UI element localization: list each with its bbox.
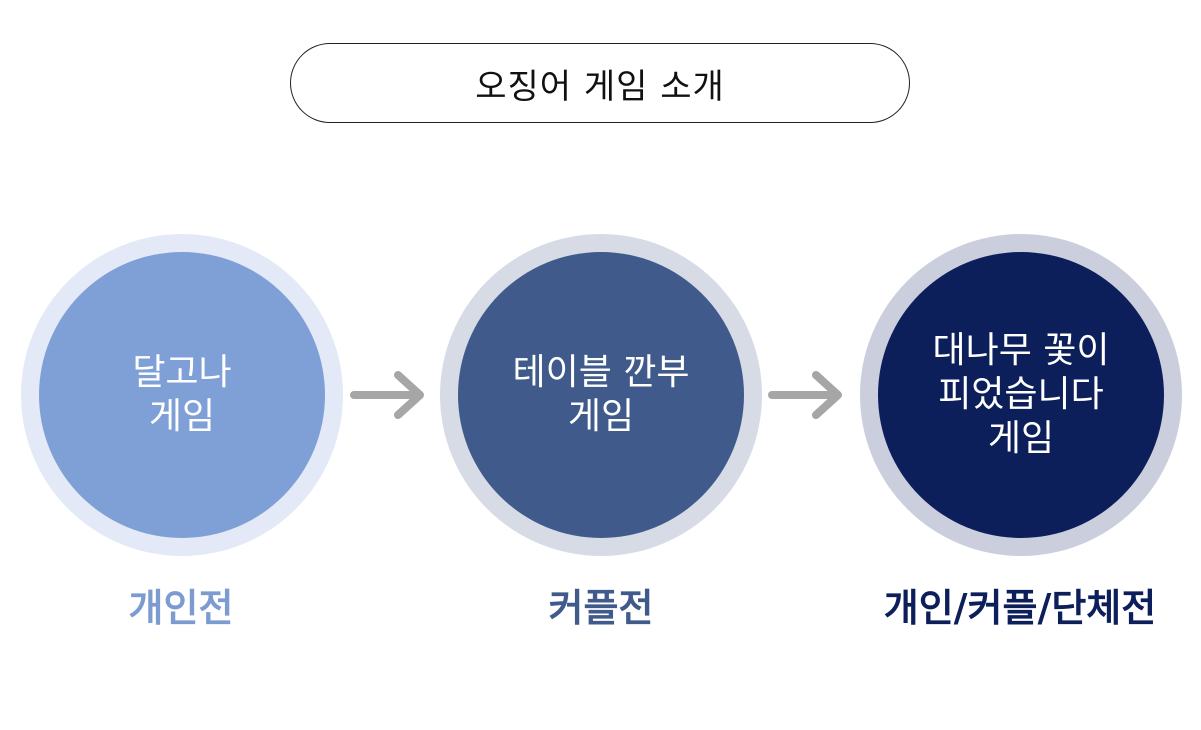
- diagram-title: 오징어 게임 소개: [290, 43, 910, 123]
- stage-caption-individual: 개인전: [128, 586, 234, 630]
- stage-label-mugunghwa: 대나무 꽃이 피었습니다 게임: [878, 252, 1164, 538]
- arrow-right-icon: [768, 371, 842, 419]
- stage-caption-mixed: 개인/커플/단체전: [883, 586, 1157, 630]
- stage-caption-couple: 커플전: [548, 586, 654, 630]
- stage-circle-dalgona: 달고나 게임: [21, 234, 343, 556]
- stage-circle-mugunghwa: 대나무 꽃이 피었습니다 게임: [860, 234, 1182, 556]
- stage-label-dalgona: 달고나 게임: [39, 252, 325, 538]
- arrow-right-icon: [350, 371, 424, 419]
- stage-circle-kkanbu: 테이블 깐부 게임: [440, 234, 762, 556]
- stage-label-kkanbu: 테이블 깐부 게임: [458, 252, 744, 538]
